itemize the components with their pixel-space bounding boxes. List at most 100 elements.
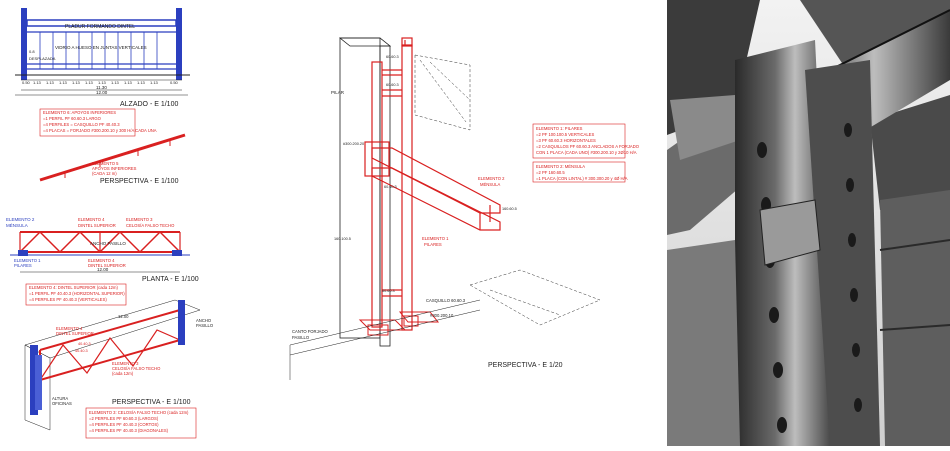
- alzado-overall-dim-2: 12.00: [96, 90, 108, 95]
- celosia-note-line-0: ELEMENTO 3: CELOSÍA FALSO TECHO (cada 12…: [89, 410, 189, 415]
- detail-title: PERSPECTIVA - E 1/20: [488, 362, 563, 369]
- mensula-note-line-1: =2 PF 160.60.5: [536, 170, 565, 175]
- pl-dim-1: 40.40.3: [75, 349, 88, 353]
- detail-panel: PILAR 60.60.3 60.60.3 #300.200.20 60.60.…: [289, 37, 601, 380]
- alzado-right-column: [176, 8, 182, 80]
- pl-el4: ELEMENTO 4: [56, 326, 83, 331]
- alzado-displaced-label: DESPLAZADA: [29, 56, 56, 61]
- planta-el4c: ELEMENTO 4: [88, 258, 115, 263]
- supports-note: ELEMENTO 6: APOYOS INFERIORES =1 PERFIL …: [39, 108, 157, 137]
- pl-dim-0: 40.40.3: [78, 342, 91, 346]
- dintel-note-line-0: ELEMENTO 4: DINTEL SUPERIOR (cada 12m): [29, 285, 118, 290]
- detail-dim-3: 60.60.3: [384, 185, 397, 189]
- pl-el3: ELEMENTO 3: [112, 361, 139, 366]
- mensula-note-line-0: ELEMENTO 2: MÉNSULA: [536, 164, 585, 169]
- planta-ancho: ANCHO PASILLO: [90, 241, 126, 246]
- supports-note-line-2: =4 PERFILES = CASQUILLO PF 40.40.3: [43, 122, 120, 127]
- supports-note-line-0: ELEMENTO 6: APOYOS INFERIORES: [43, 110, 116, 115]
- detail-dim-2: #300.200.20: [343, 142, 364, 146]
- pilares-note: ELEMENTO 1: PILARES =2 PF 100.100.5 VERT…: [532, 123, 640, 159]
- celosia-note: ELEMENTO 3: CELOSÍA FALSO TECHO (cada 12…: [85, 407, 197, 439]
- perspective-large: ELEMENTO 4 DINTEL SUPERIOR ELEMENTO 3 CE…: [24, 299, 214, 431]
- alzado-dim-9: 1.13: [137, 80, 146, 85]
- planta-el3: ELEMENTO 3: [126, 217, 153, 222]
- alzado-dim-4: 1.13: [72, 80, 81, 85]
- supports-element-label: ELEMENTO 5: [92, 161, 119, 166]
- alzado-displaced-value: 0.8: [29, 49, 35, 54]
- perspective-small: ELEMENTO 5 APOYOS INFERIORES (CADA 12 m)…: [39, 133, 186, 185]
- dintel-note: ELEMENTO 4: DINTEL SUPERIOR (cada 12m) =…: [25, 283, 127, 306]
- alzado-dim-8: 1.13: [124, 80, 133, 85]
- dintel-note-line-1: =1 PERFIL PF 40.40.3 (HORIZONTAL SUPERIO…: [29, 291, 125, 296]
- pilares-note-line-1: =2 PF 100.100.5 VERTICALES: [536, 132, 594, 137]
- pl-el3c: (cada 12m): [112, 371, 134, 376]
- alzado-glass-label: VIDRIO A HUESO EN JUNTAS VERTICALES: [55, 45, 147, 50]
- alzado-dim-5: 1.13: [85, 80, 94, 85]
- alzado-dim-10: 1.13: [150, 80, 159, 85]
- celosia-note-line-2: =4 PERFILES PF 40.40.3 (CORTOS): [89, 422, 159, 427]
- alzado-dim-3: 1.13: [59, 80, 68, 85]
- detail-pilar: PILAR: [331, 90, 345, 95]
- supports-element-sub2: (CADA 12 m): [92, 171, 117, 176]
- detail-placa: #300.200.10: [430, 313, 454, 318]
- perspective-small-title: PERSPECTIVA - E 1/100: [100, 178, 179, 185]
- pl-oficinas: OFICINAS: [52, 401, 72, 406]
- alzado-dim-11: 0.50: [170, 80, 179, 85]
- pl-pasillo: PASILLO: [196, 323, 214, 328]
- alzado-left-column: [21, 8, 27, 80]
- planta-el1b: PILARES: [14, 263, 32, 268]
- planta-dim: 12.00: [97, 267, 109, 272]
- planta-panel: ELEMENTO 2 MÉNSULA ELEMENTO 4 DINTEL SUP…: [6, 217, 199, 283]
- pl-altura: ALTURA: [52, 396, 68, 401]
- supports-note-line-1: =1 PERFIL PF 60.60.3 LARGO: [43, 116, 102, 121]
- detail-el2b: MÉNSULA: [480, 182, 500, 187]
- alzado-lintel-label: PLADUR FORMANDO DINTEL: [65, 24, 135, 30]
- detail-dim-0: 60.60.3: [386, 55, 399, 59]
- detail-el2: ELEMENTO 2: [478, 176, 505, 181]
- detail-dim-6: 60.60.3: [382, 289, 395, 293]
- planta-el2: ELEMENTO 2: [6, 217, 35, 222]
- alzado-overall-dim: 11.30: [96, 85, 107, 90]
- pilares-note-line-3: =2 CASQUILLOS PF 60.60.3 ANCLADOS A FORJ…: [536, 144, 640, 149]
- alzado-dim-7: 1.13: [111, 80, 120, 85]
- perspective-large-title: PERSPECTIVA - E 1/100: [112, 399, 191, 406]
- pl-el3b: CELOSÍA FALSO TECHO: [112, 366, 161, 371]
- pl-dim-2: 12.00: [118, 314, 129, 319]
- celosia-note-line-3: =4 PERFILES PF 40.40.3 (DIAGONALES): [89, 428, 169, 433]
- supports-element-sub: APOYOS INFERIORES: [92, 166, 137, 171]
- pilares-note-line-0: ELEMENTO 1: PILARES: [536, 126, 583, 131]
- planta-el4d: DINTEL SUPERIOR: [88, 263, 126, 268]
- pilares-note-line-2: =3 PF 60.60.3 HORIZONTALES: [536, 138, 596, 143]
- alzado-panel: PLADUR FORMANDO DINTEL VIDRIO A HUESO EN…: [15, 8, 190, 108]
- detail-pasillo: PASILLO: [292, 335, 310, 340]
- dintel-note-line-2: =4 PERFILES PF 40.40.3 (VERTICALES): [29, 297, 107, 302]
- alzado-dim-1: 1.13: [33, 80, 42, 85]
- planta-el4b: DINTEL SUPERIOR: [78, 223, 116, 228]
- alzado-dim-2: 1.13: [46, 80, 55, 85]
- pl-ancho: ANCHO: [196, 318, 212, 323]
- celosia-note-line-1: =2 PERFILES PF 60.60.3 (LARGOS): [89, 416, 159, 421]
- detail-dim-4: 160.60.5: [502, 207, 517, 211]
- mensula-note-line-2: =1 PLACA (CON LINTAL) # 300.300.20 y 4Ø …: [536, 176, 628, 181]
- detail-casquillo: CASQUILLO 60.60.3: [426, 298, 466, 303]
- pl-el4b: DINTEL SUPERIOR: [56, 331, 94, 336]
- photo-panel: [667, 0, 950, 446]
- alzado-dim-6: 1.13: [98, 80, 107, 85]
- mensula-note: ELEMENTO 2: MÉNSULA =2 PF 160.60.5 =1 PL…: [532, 161, 628, 183]
- alzado-title: ALZADO - E 1/100: [120, 101, 178, 108]
- detail-canto: CANTO FORJADO: [292, 329, 328, 334]
- pilares-note-line-4: CON 1 PLACA (CADA UNO) #300.200.10 y 2Ø1…: [536, 150, 637, 155]
- detail-dim-5: 160.100.5: [334, 237, 351, 241]
- alzado-dim-0: 0.50: [22, 80, 31, 85]
- detail-el1: ELEMENTO 1: [422, 236, 449, 241]
- detail-el1b: PILARES: [424, 242, 442, 247]
- planta-el2b: MÉNSULA: [6, 222, 28, 228]
- planta-title: PLANTA - E 1/100: [142, 276, 199, 283]
- planta-el1: ELEMENTO 1: [14, 258, 41, 263]
- detail-dim-1: 60.60.3: [386, 83, 399, 87]
- planta-el3b: CELOSÍA FALSO TECHO: [126, 223, 175, 228]
- planta-el4: ELEMENTO 4: [78, 217, 105, 222]
- supports-note-line-3: =4 PLACAS = FORJADO #300.200.10 y 300 H/…: [43, 128, 157, 133]
